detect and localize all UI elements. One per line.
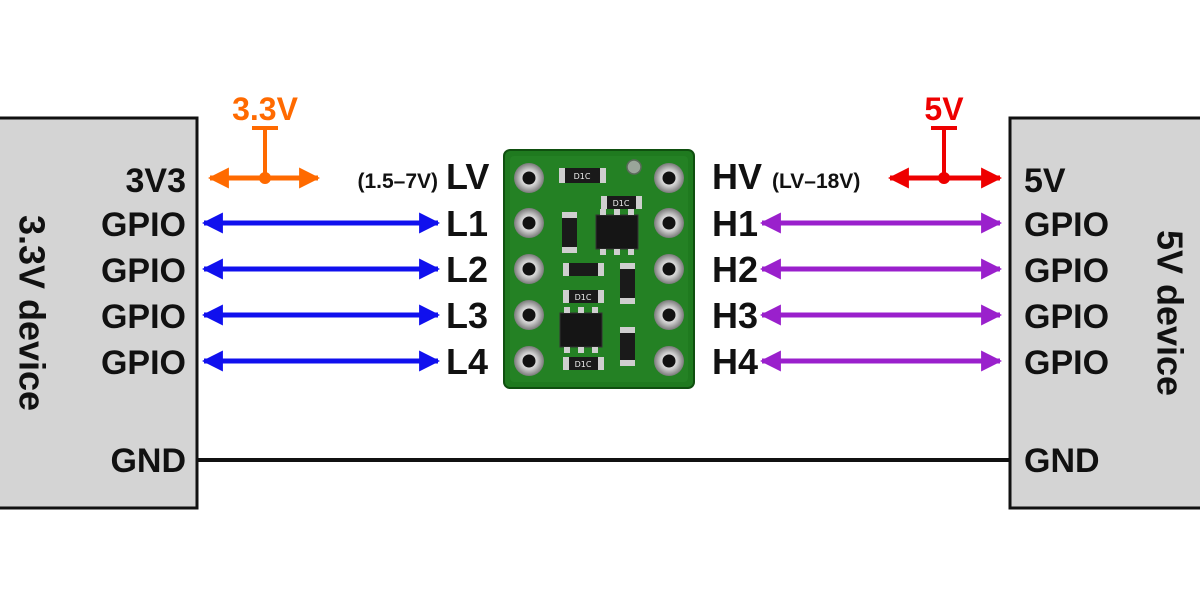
left-device-box (0, 116, 199, 510)
shifter-label-l1: L1 (446, 203, 488, 244)
smd-resistor: D1C (563, 357, 604, 370)
shifter-label-l3: L3 (446, 295, 488, 336)
supply-right-junction (938, 172, 950, 184)
shifter-label-hv: HV (712, 156, 762, 197)
smd-resistor (620, 263, 635, 304)
shifter-label-h3: H3 (712, 295, 758, 336)
supply-right-label: 5V (924, 91, 964, 127)
pad-column-left (514, 163, 544, 376)
left-pin-gpio-3: GPIO (101, 298, 186, 336)
shifter-label-lv: LV (446, 156, 489, 197)
hv-range-label: (LV–18V) (772, 170, 860, 193)
shifter-label-h1: H1 (712, 203, 758, 244)
level-shifter-board: D1C D1C D1C D1C (503, 149, 695, 389)
left-device-name: 3.3V device (12, 215, 53, 411)
left-pin-gpio-4: GPIO (101, 344, 186, 382)
pad-column-right (654, 163, 684, 376)
right-pin-gpio-3: GPIO (1024, 298, 1109, 336)
right-device-box (1008, 116, 1200, 510)
supply-left-label: 3.3V (232, 91, 298, 127)
shifter-label-l2: L2 (446, 249, 488, 290)
svg-text:D1C: D1C (613, 199, 630, 208)
lv-range-label: (1.5–7V) (357, 170, 438, 193)
left-pin-gpio-1: GPIO (101, 206, 186, 244)
smd-resistor (620, 327, 635, 366)
shifter-label-h2: H2 (712, 249, 758, 290)
smd-resistor (562, 212, 577, 253)
svg-text:D1C: D1C (575, 360, 592, 369)
right-device-name: 5V device (1150, 230, 1191, 396)
shifter-label-h4: H4 (712, 341, 758, 382)
right-pin-gnd: GND (1024, 442, 1100, 480)
board-via (626, 159, 642, 175)
svg-text:D1C: D1C (574, 172, 591, 181)
smd-resistor: D1C (601, 196, 642, 209)
right-pin-5v: 5V (1024, 162, 1066, 200)
smd-resistor (563, 263, 604, 276)
supply-left-junction (259, 172, 271, 184)
mosfet-chip (595, 209, 639, 255)
right-pin-gpio-1: GPIO (1024, 206, 1109, 244)
shifter-label-l4: L4 (446, 341, 488, 382)
mosfet-chip (559, 307, 603, 353)
smd-resistor: D1C (563, 290, 604, 303)
left-pin-gpio-2: GPIO (101, 252, 186, 290)
left-pin-3v3: 3V3 (126, 162, 187, 200)
smd-resistor: D1C (559, 168, 606, 183)
left-pin-gnd: GND (110, 442, 186, 480)
svg-text:D1C: D1C (575, 293, 592, 302)
right-pin-gpio-2: GPIO (1024, 252, 1109, 290)
right-pin-gpio-4: GPIO (1024, 344, 1109, 382)
